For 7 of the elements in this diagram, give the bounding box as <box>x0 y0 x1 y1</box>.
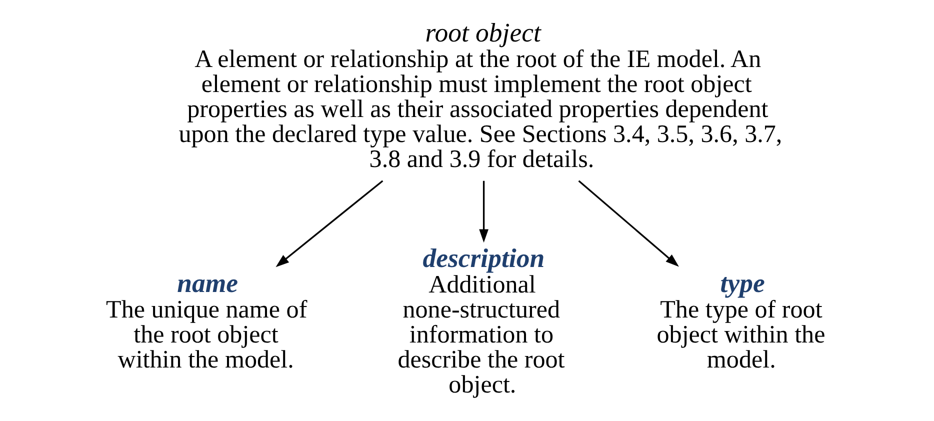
node-text: root object A element or relationship at the root of the IE model. An element or relationship must implement the root object properties as well as their associated properties dependent upon the declared type value. See Sections 3.4, 3.5, 3.6, 3.7, 3.8 and 3.9 for details. <box>178 17 782 174</box>
arrow <box>275 180 383 268</box>
node-text: type The type of root object within the model. <box>656 268 825 374</box>
arrow <box>478 180 488 243</box>
node-text: name The unique name of the root object within the model. <box>106 268 307 374</box>
node-text: description Additional none-structured information to describe the root object. <box>397 242 564 399</box>
arrow <box>578 180 678 267</box>
